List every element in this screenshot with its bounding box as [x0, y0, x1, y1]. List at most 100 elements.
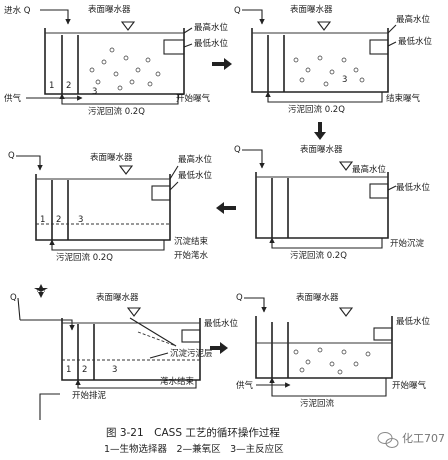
decanter-arm-dashed — [137, 331, 177, 347]
sludge-return-label: 污泥回流 — [300, 398, 335, 409]
decanter-box — [369, 183, 389, 199]
arrow-p2-to-p4 — [314, 122, 326, 140]
inflow-label: 进水 Q — [4, 5, 31, 16]
inflow-pipe-branch — [20, 319, 75, 331]
low-level-leader — [183, 43, 193, 48]
figure-caption: 图 3-21 CASS 工艺的循环操作过程 — [106, 426, 280, 439]
sludge-return-pipe — [75, 379, 197, 389]
inflow-pipe — [16, 155, 43, 171]
low-level-label: 最低水位 — [396, 182, 431, 193]
arrow-p3-to-p5 — [34, 284, 48, 298]
tank-wall — [44, 28, 185, 95]
high-level-label: 最高水位 — [396, 14, 431, 25]
low-level-label: 最低水位 — [204, 318, 239, 329]
high-level-leader — [387, 24, 397, 34]
high-level-label: 最高水位 — [194, 22, 229, 33]
low-level-leader — [169, 181, 179, 191]
panel-2-aeration-end: Q 表面曝水器 最高水位 最低水位 3 污泥回流 0.2Q 结束曝气 — [234, 4, 433, 115]
aerator-label: 表面曝水器 — [96, 292, 139, 303]
panel-1-aeration-start: 进水 Q 表面曝水器 最高水位 最低水位 1 2 3 供气 污泥回流 0.2Q … — [4, 4, 229, 117]
zone-3-label: 3 — [112, 365, 117, 375]
aerator-label: 表面曝水器 — [88, 4, 131, 15]
zone-2-label: 2 — [56, 215, 61, 225]
high-level-leader — [183, 27, 193, 34]
sludge-return-pipe — [269, 377, 387, 397]
decanter-arm — [129, 317, 177, 347]
high-level-label: 最高水位 — [178, 154, 213, 165]
tank-wall — [35, 174, 171, 241]
sludge-discharge-pipe — [39, 393, 60, 420]
decanter-box — [181, 329, 201, 343]
decanter-box — [151, 185, 171, 201]
sludge-return-label: 污泥回流 0.2Q — [56, 252, 113, 263]
aerator-icon — [338, 307, 354, 317]
low-level-leader — [387, 41, 397, 47]
panel-3-settling-end: Q 表面曝水器 最高水位 最低水位 1 2 3 污泥回流 0.2Q 沉淀结束 开… — [8, 151, 213, 263]
low-level-label: 最低水位 — [398, 36, 433, 47]
watermark: 化工707 — [377, 431, 445, 448]
panel-5-decant-end: Q 表面曝水器 最低水位 沉淀污泥层 1 2 3 滗水结束 开始排泥 — [10, 292, 239, 420]
sludge-layer-leader — [149, 352, 169, 359]
arrow-p5-to-p6 — [210, 342, 228, 354]
wechat-icon — [377, 432, 399, 448]
tank-wall — [255, 316, 393, 379]
inflow-label: Q — [8, 151, 15, 161]
status-label: 结束曝气 — [386, 93, 421, 104]
aerator-label: 表面曝水器 — [300, 144, 343, 155]
watermark-text: 化工707 — [402, 431, 445, 445]
low-level-label: 最低水位 — [194, 38, 229, 49]
zone-3-label: 3 — [342, 75, 347, 85]
aerator-label: 表面曝水器 — [296, 292, 339, 303]
aeration-bubbles — [89, 47, 161, 91]
status-label-2: 开始滗水 — [174, 250, 209, 261]
status-label-2: 开始排泥 — [72, 390, 107, 401]
sludge-return-pipe — [269, 237, 383, 249]
air-label: 供气 — [4, 93, 22, 104]
low-level-label: 最低水位 — [396, 316, 431, 327]
decanter-box — [163, 39, 185, 55]
tank-wall — [251, 28, 389, 93]
status-label-1: 滗水结束 — [160, 376, 195, 387]
sludge-return-label: 污泥回流 0.2Q — [88, 106, 145, 117]
panel-4-settling-start: Q 表面曝水器 最高水位 最低水位 污泥回流 0.2Q 开始沉淀 — [234, 144, 431, 261]
zone-2-label: 2 — [66, 81, 71, 91]
inflow-pipe — [242, 149, 265, 169]
inflow-pipe — [40, 9, 71, 25]
sludge-return-pipe — [59, 93, 179, 105]
inflow-label: Q — [236, 293, 243, 303]
inflow-pipe — [244, 297, 267, 313]
zone-1-label: 1 — [66, 365, 71, 375]
zone-3-label: 3 — [78, 215, 83, 225]
inflow-label: Q — [10, 293, 17, 303]
aerator-icon — [118, 165, 134, 175]
aerator-icon — [126, 307, 142, 317]
decanter-box — [369, 39, 389, 55]
inflow-label: Q — [234, 145, 241, 155]
figure-legend: 1—生物选择器 2—兼氧区 3—主反应区 — [104, 443, 284, 455]
status-label-1: 沉淀结束 — [174, 236, 209, 247]
zone-3-label: 3 — [92, 87, 97, 97]
panel-6-aeration-restart: Q 表面曝水器 最低水位 供气 污泥回流 开始曝气 — [236, 292, 431, 409]
zone-1-label: 1 — [40, 215, 45, 225]
sludge-return-label: 污泥回流 0.2Q — [290, 250, 347, 261]
sludge-return-pipe — [49, 239, 165, 251]
high-level-label: 最高水位 — [352, 164, 387, 175]
inflow-label: Q — [234, 6, 241, 16]
status-label: 开始曝气 — [392, 380, 427, 391]
low-level-label: 最低水位 — [178, 170, 213, 181]
aerator-label: 表面曝水器 — [90, 152, 133, 163]
zone-1-label: 1 — [49, 81, 54, 91]
aerator-icon — [316, 21, 332, 31]
arrow-p4-to-p3 — [216, 202, 236, 214]
tank-wall — [255, 172, 389, 239]
arrow-p1-to-p2 — [212, 58, 232, 70]
inflow-pipe — [242, 9, 265, 25]
aerator-icon — [338, 161, 354, 171]
sludge-return-label: 污泥回流 0.2Q — [288, 104, 345, 115]
sludge-return-pipe — [265, 91, 383, 103]
sludge-layer-label: 沉淀污泥层 — [170, 348, 213, 359]
decanter-box — [373, 327, 393, 341]
low-level-leader — [387, 185, 397, 191]
zone-2-label: 2 — [82, 365, 87, 375]
